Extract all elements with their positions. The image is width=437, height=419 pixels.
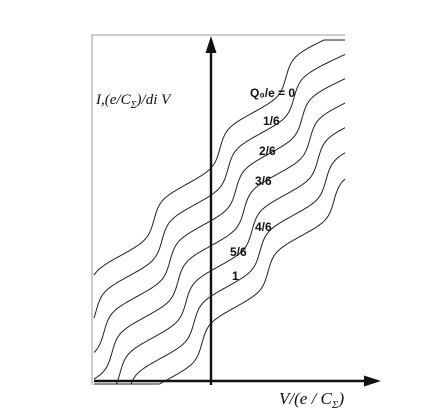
y-axis-label-tail: )/di V (136, 92, 173, 108)
vertical-axis-arrowhead (205, 36, 217, 53)
curve-label-0: Q₀/e = 0 (250, 86, 295, 100)
curve-label-4: 4/6 (255, 220, 272, 234)
iv-curve-6 (93, 39, 345, 276)
horizontal-axis-arrowhead (364, 375, 381, 387)
curve-label-3: 3/6 (255, 174, 272, 188)
curve-label-6: 1 (232, 269, 239, 283)
iv-curve-2 (94, 127, 346, 385)
x-axis-label-subscript: Σ (331, 399, 339, 411)
y-axis-label-main: I,(e/C (95, 92, 132, 108)
x-axis-label: V/(e / CΣ) (279, 389, 344, 411)
iv-curve-3 (93, 102, 346, 380)
curve-label-5: 5/6 (230, 245, 247, 259)
curve-label-1: 1/6 (263, 114, 280, 128)
y-axis-label-subscript: Σ (130, 100, 137, 111)
iv-curve-4 (93, 78, 346, 353)
iv-curve-5 (93, 53, 346, 319)
x-axis-label-main: V/(e / C (279, 389, 333, 408)
curve-family (93, 39, 346, 385)
iv-curve-1 (94, 152, 346, 385)
iv-curve-0 (94, 178, 346, 385)
x-axis-label-tail: ) (337, 389, 344, 408)
y-axis-label: I,(e/CΣ)/di V (95, 92, 172, 111)
curve-label-2: 2/6 (259, 144, 276, 158)
